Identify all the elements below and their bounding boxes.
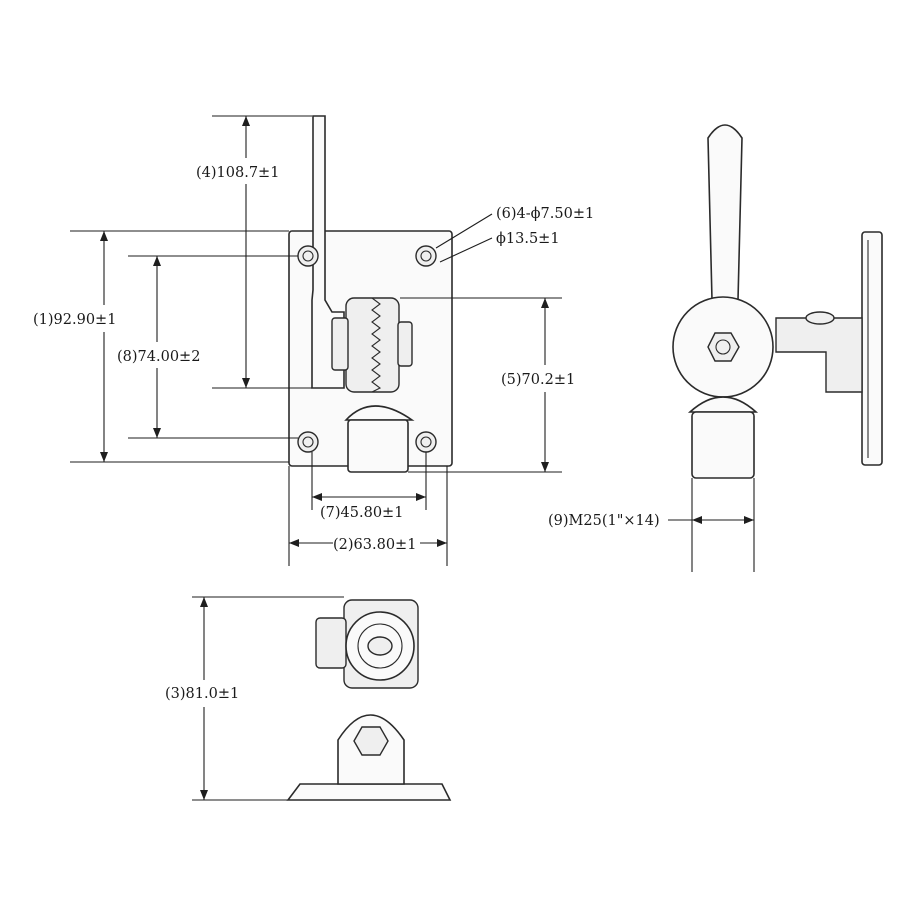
- front-mounting-holes: [297, 245, 437, 453]
- bottom-view: [286, 599, 452, 801]
- bottom-base-foot: [286, 783, 452, 801]
- dim-label-8: (8)74.00±2: [117, 349, 200, 365]
- side-hex-nut: [707, 332, 740, 362]
- front-view: [288, 115, 453, 473]
- side-collar: [687, 396, 759, 413]
- front-ratchet-teeth: [371, 297, 382, 393]
- side-arm-bolt: [805, 311, 835, 325]
- dim-label-6a: (6)4-ϕ7.50±1: [496, 206, 594, 222]
- front-right-nut: [397, 321, 413, 367]
- dim-label-5: (5)70.2±1: [501, 372, 575, 388]
- dim-label-3: (3)81.0±1: [165, 686, 239, 702]
- dim-label-7: (7)45.80±1: [320, 505, 403, 521]
- dim-label-1: (1)92.90±1: [33, 312, 116, 328]
- front-threaded-stem: [347, 419, 409, 473]
- side-threaded-stem: [691, 411, 755, 479]
- bottom-side-boss: [315, 617, 347, 669]
- side-mounting-plate: [861, 231, 883, 466]
- side-view: [672, 124, 883, 479]
- dimension-labels: (1)92.90±1 (8)74.00±2 (4)108.7±1 (5)70.2…: [33, 165, 660, 702]
- dimension-lines: [70, 115, 755, 801]
- side-lever: [707, 124, 743, 301]
- dim-label-2: (2)63.80±1: [333, 537, 416, 553]
- side-bracket-arm: [775, 317, 863, 393]
- front-side-boss: [331, 317, 349, 371]
- dim-label-4: (4)108.7±1: [196, 165, 279, 181]
- front-collar: [344, 405, 415, 421]
- dim-label-6b: ϕ13.5±1: [496, 231, 560, 247]
- bottom-hex-nut: [353, 726, 389, 756]
- dim-label-9: (9)M25(1"×14): [548, 513, 660, 529]
